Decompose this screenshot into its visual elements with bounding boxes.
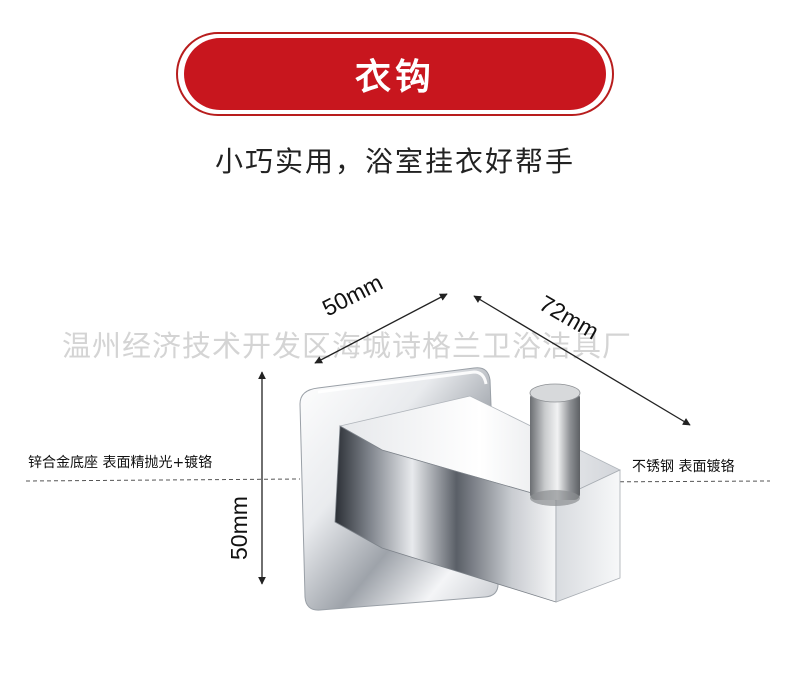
hook-pin (530, 392, 580, 500)
banner-outline (176, 32, 614, 116)
base-spec-label: 锌合金底座 表面精抛光+镀铬 (28, 455, 213, 471)
height-dimension-label: 50mm (226, 496, 252, 560)
banner-title: 衣钩 (354, 57, 435, 98)
hook-pin-top (529, 383, 581, 403)
subtitle: 小巧实用，浴室挂衣好帮手 (214, 145, 575, 178)
title-banner: 衣钩 (184, 38, 606, 110)
hook-spec-label: 不锈钢 表面镀铬 (632, 459, 735, 475)
depth-dimension-arrow (314, 293, 448, 364)
length-dimension-arrow (473, 295, 691, 426)
base-spec-dashed-line (25, 478, 301, 482)
